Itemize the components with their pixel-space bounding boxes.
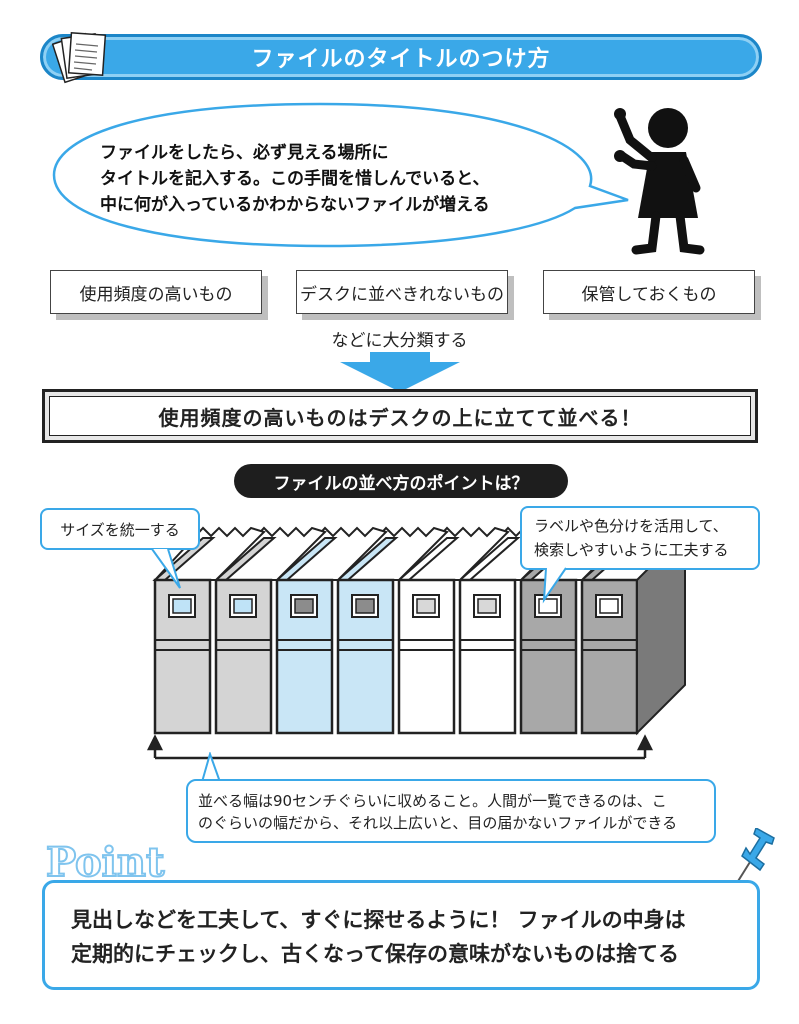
binder bbox=[213, 526, 327, 735]
svg-text:Point: Point bbox=[46, 839, 165, 884]
binder-pages bbox=[213, 526, 327, 581]
category-storage: 保管しておくもの bbox=[543, 270, 755, 314]
category-overflow: デスクに並べきれないもの bbox=[296, 270, 508, 314]
binder bbox=[152, 526, 266, 735]
down-arrow-icon bbox=[340, 352, 460, 392]
width-bracket-icon bbox=[146, 734, 654, 760]
width-note-pointer bbox=[201, 752, 221, 783]
callout-label-line: 検索しやすいように工夫する bbox=[534, 541, 729, 559]
binder-label bbox=[477, 598, 497, 614]
categorize-caption: などに大分類する bbox=[331, 331, 468, 351]
binder-label bbox=[294, 598, 314, 614]
speech-bubble bbox=[52, 102, 629, 248]
binder-label bbox=[599, 598, 619, 614]
binder-pages bbox=[396, 526, 510, 581]
binder-label bbox=[416, 598, 436, 614]
binder-label bbox=[355, 598, 375, 614]
binder-pages bbox=[335, 526, 449, 581]
callout-label-pointer bbox=[542, 567, 567, 604]
result-box: 使用頻度の高いものはデスクの上に立てて並べる！ bbox=[42, 389, 758, 443]
result-text: 使用頻度の高いものはデスクの上に立てて並べる！ bbox=[49, 396, 751, 436]
category-frequent: 使用頻度の高いもの bbox=[50, 270, 262, 314]
speech-line: 中に何が入っているかわからないファイルが増える bbox=[100, 195, 490, 215]
point-line: 定期的にチェックし、古くなって保存の意味がないものは捨てる bbox=[71, 942, 679, 966]
speech-text: ファイルをしたら、必ず見える場所に タイトルを記入する。この手間を惜しんでいると… bbox=[100, 140, 530, 218]
callout-label: ラベルや色分けを活用して、 検索しやすいように工夫する bbox=[520, 506, 760, 570]
binder-label bbox=[233, 598, 253, 614]
width-note: 並べる幅は90センチぐらいに収めること。人間が一覧できるのは、こ のぐらいの幅だ… bbox=[186, 779, 716, 843]
callout-label-line: ラベルや色分けを活用して、 bbox=[534, 517, 728, 535]
width-note-line: のぐらいの幅だから、それ以上広いと、目の届かないファイルができる bbox=[198, 814, 678, 832]
width-note-line: 並べる幅は90センチぐらいに収めること。人間が一覧できるのは、こ bbox=[198, 792, 667, 810]
point-line: 見出しなどを工夫して、すぐに探せるように！ ファイルの中身は bbox=[71, 908, 686, 932]
point-box: 見出しなどを工夫して、すぐに探せるように！ ファイルの中身は 定期的にチェックし… bbox=[42, 880, 760, 990]
title-banner: ファイルのタイトルのつけ方 bbox=[40, 34, 762, 80]
person-icon bbox=[614, 108, 705, 255]
page-title: ファイルのタイトルのつけ方 bbox=[251, 47, 551, 72]
speech-line: ファイルをしたら、必ず見える場所に bbox=[100, 143, 389, 163]
point-label: Point bbox=[45, 838, 166, 884]
callout-size: サイズを統一する bbox=[40, 508, 200, 550]
binder-pages bbox=[274, 526, 388, 581]
points-heading: ファイルの並べ方のポイントは？ bbox=[234, 464, 568, 498]
speech-line: タイトルを記入する。この手間を惜しんでいると、 bbox=[100, 169, 490, 189]
binder bbox=[396, 526, 510, 735]
papers-icon bbox=[52, 32, 107, 84]
callout-size-pointer bbox=[151, 548, 181, 589]
binder-label bbox=[538, 598, 558, 614]
binder-label bbox=[172, 598, 192, 614]
binder-pages bbox=[152, 526, 266, 581]
binder bbox=[335, 526, 449, 735]
binder bbox=[274, 526, 388, 735]
